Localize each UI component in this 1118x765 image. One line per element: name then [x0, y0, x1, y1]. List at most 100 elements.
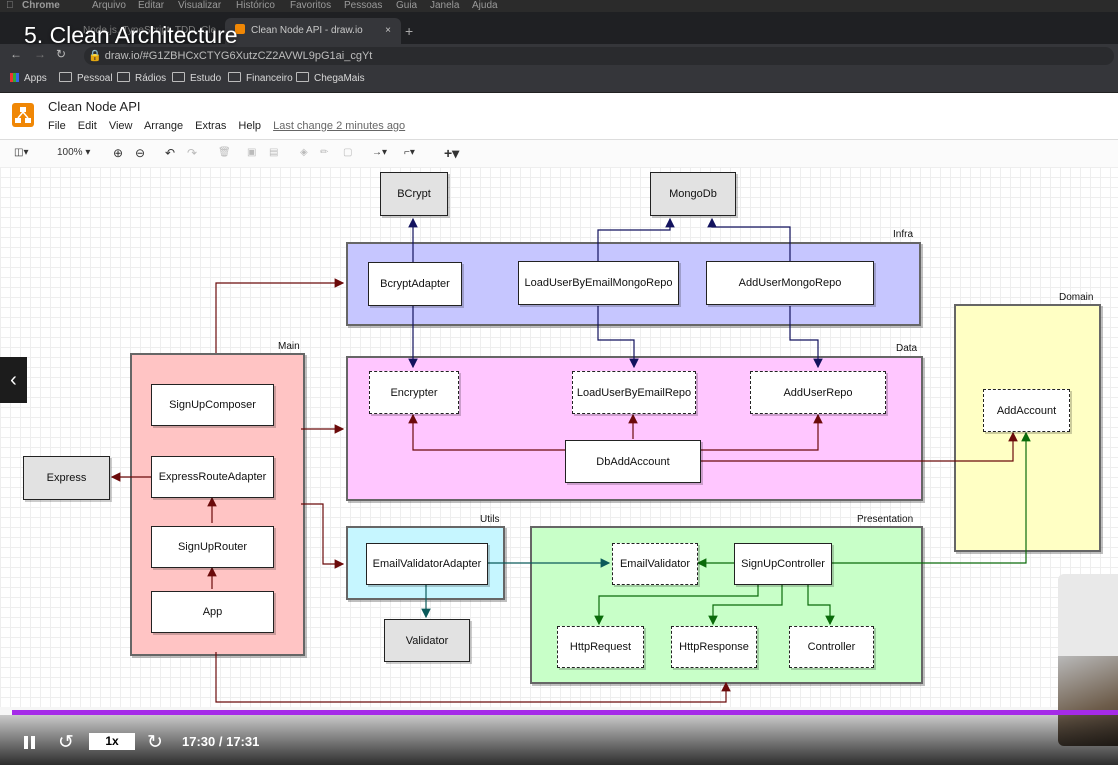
line-color-icon[interactable]: ✏	[320, 147, 329, 158]
menu-visualizar[interactable]: Visualizar	[178, 0, 222, 11]
rewind-icon[interactable]: ↺	[58, 732, 74, 753]
zoom-select[interactable]: 100% ▾	[57, 147, 91, 158]
node-controller[interactable]: Controller	[789, 626, 874, 668]
url-field[interactable]: 🔒 draw.io/#G1ZBHCxCTYG6XutzCZ2AVWL9pG1ai…	[84, 47, 1114, 65]
menu-ajuda[interactable]: Ajuda	[472, 0, 498, 11]
delete-icon[interactable]: 🗑	[218, 147, 231, 158]
data-layer-title: Data	[896, 343, 918, 354]
node-app[interactable]: App	[151, 591, 274, 633]
menu-arrange[interactable]: Arrange	[143, 120, 184, 132]
node-db-add-account[interactable]: DbAddAccount	[565, 440, 701, 483]
waypoints-icon[interactable]: ⌐▾	[404, 147, 415, 158]
node-signup-controller[interactable]: SignUpController	[734, 543, 832, 585]
redo-icon[interactable]: ↷	[187, 146, 198, 160]
shadow-icon[interactable]: ▢	[343, 147, 353, 158]
menu-chrome[interactable]: Chrome	[22, 0, 60, 11]
diagram-connectors	[110, 217, 1031, 703]
close-tab-icon[interactable]: ×	[385, 25, 391, 36]
domain-layer-title: Domain	[1059, 292, 1094, 303]
to-front-icon[interactable]: ▣	[247, 147, 257, 158]
drawio-logo-icon	[12, 103, 34, 127]
tab-label: Clean Node API - draw.io	[251, 25, 363, 36]
diagram-canvas[interactable]: Infra Data Main Domain Utils Presentatio…	[0, 167, 1118, 707]
format-panel-icon[interactable]: ◫▾	[14, 147, 29, 158]
node-add-user-repo[interactable]: AddUserRepo	[750, 371, 886, 414]
menu-arquivo[interactable]: Arquivo	[92, 0, 126, 11]
menu-favoritos[interactable]: Favoritos	[290, 0, 332, 11]
menu-extras[interactable]: Extras	[195, 120, 227, 132]
folder-icon	[59, 72, 72, 82]
bookmark-financeiro[interactable]: Financeiro	[228, 68, 293, 92]
menu-view[interactable]: View	[108, 120, 133, 132]
main-layer-title: Main	[278, 341, 300, 352]
zoom-in-icon[interactable]: ⊕	[113, 146, 124, 160]
folder-icon	[172, 72, 185, 82]
address-bar: ← → ↻ 🔒 draw.io/#G1ZBHCxCTYG6XutzCZ2AVWL…	[0, 44, 1118, 68]
node-signup-router[interactable]: SignUpRouter	[151, 526, 274, 568]
undo-icon[interactable]: ↶	[165, 146, 176, 160]
chevron-left-icon[interactable]: ‹	[0, 357, 27, 403]
last-change-link[interactable]: Last change 2 minutes ago	[273, 120, 406, 132]
menu-pessoas[interactable]: Pessoas	[344, 0, 383, 11]
menu-guia[interactable]: Guia	[396, 0, 418, 11]
menu-historico[interactable]: Histórico	[236, 0, 275, 11]
new-tab-icon[interactable]: +	[405, 23, 414, 39]
node-express[interactable]: Express	[23, 456, 110, 500]
apple-icon[interactable]: 	[6, 0, 14, 12]
node-signup-composer[interactable]: SignUpComposer	[151, 384, 274, 426]
tab-nodejs-course[interactable]: Node.js, TypeScript, TDD, Cle	[75, 18, 225, 44]
document-title[interactable]: Clean Node API	[48, 99, 141, 114]
menu-janela[interactable]: Janela	[430, 0, 460, 11]
menu-help[interactable]: Help	[238, 120, 262, 132]
node-http-request[interactable]: HttpRequest	[557, 626, 644, 668]
url-text: draw.io/#G1ZBHCxCTYG6XutzCZ2AVWL9pG1ai_c…	[104, 50, 373, 62]
video-time: 17:30 / 17:31	[182, 734, 260, 749]
drawio-menu: File Edit View Arrange Extras Help Last …	[48, 120, 414, 132]
menu-file[interactable]: File	[48, 120, 66, 132]
node-encrypter[interactable]: Encrypter	[369, 371, 459, 414]
bookmark-radios[interactable]: Rádios	[117, 68, 166, 92]
bookmark-label: Financeiro	[246, 73, 293, 84]
to-back-icon[interactable]: ▤	[269, 147, 279, 158]
back-icon[interactable]: ←	[10, 47, 22, 61]
drawio-favicon-icon	[235, 24, 245, 34]
playback-speed-button[interactable]: 1x	[89, 733, 135, 750]
node-add-account[interactable]: AddAccount	[983, 389, 1070, 432]
node-email-validator-adapter[interactable]: EmailValidatorAdapter	[366, 543, 488, 585]
bookmark-label: ChegaMais	[314, 73, 365, 84]
bookmark-chegamais[interactable]: ChegaMais	[296, 68, 365, 92]
forward-icon[interactable]: →	[34, 47, 46, 61]
node-email-validator[interactable]: EmailValidator	[612, 543, 698, 585]
pause-icon[interactable]	[22, 735, 37, 750]
lock-icon: 🔒	[88, 50, 102, 62]
insert-icon[interactable]: +▾	[444, 145, 460, 161]
video-progress-bar[interactable]	[12, 710, 1118, 715]
node-add-user-mongo-repo[interactable]: AddUserMongoRepo	[706, 261, 874, 305]
zoom-value: 100%	[57, 147, 83, 158]
bookmark-pessoal[interactable]: Pessoal	[59, 68, 113, 92]
connection-icon[interactable]: →▾	[372, 147, 388, 158]
drawio-header	[0, 93, 1118, 139]
reload-icon[interactable]: ↻	[56, 47, 67, 61]
bookmark-label: Estudo	[190, 73, 222, 84]
bookmark-apps[interactable]: Apps	[10, 68, 47, 92]
fill-color-icon[interactable]: ◈	[300, 147, 308, 158]
tab-label: Node.js, TypeScript, TDD, Cle	[83, 25, 217, 36]
node-validator[interactable]: Validator	[384, 619, 470, 662]
node-load-user-repo[interactable]: LoadUserByEmailRepo	[572, 371, 696, 414]
node-bcrypt-adapter[interactable]: BcryptAdapter	[368, 262, 462, 306]
node-http-response[interactable]: HttpResponse	[671, 626, 757, 668]
node-mongodb[interactable]: MongoDb	[650, 172, 736, 216]
apps-grid-icon	[10, 73, 19, 82]
zoom-out-icon[interactable]: ⊖	[135, 146, 146, 160]
bookmark-label: Rádios	[135, 73, 167, 84]
bookmark-estudo[interactable]: Estudo	[172, 68, 221, 92]
forward-icon[interactable]: ↻	[147, 732, 163, 753]
menu-edit[interactable]: Edit	[77, 120, 97, 132]
utils-layer-title: Utils	[480, 514, 500, 525]
node-bcrypt[interactable]: BCrypt	[380, 172, 448, 216]
tab-drawio[interactable]: Clean Node API - draw.io ×	[225, 18, 401, 44]
menu-editar[interactable]: Editar	[138, 0, 165, 11]
node-load-user-mongo-repo[interactable]: LoadUserByEmailMongoRepo	[518, 261, 679, 305]
node-express-route-adapter[interactable]: ExpressRouteAdapter	[151, 456, 274, 498]
